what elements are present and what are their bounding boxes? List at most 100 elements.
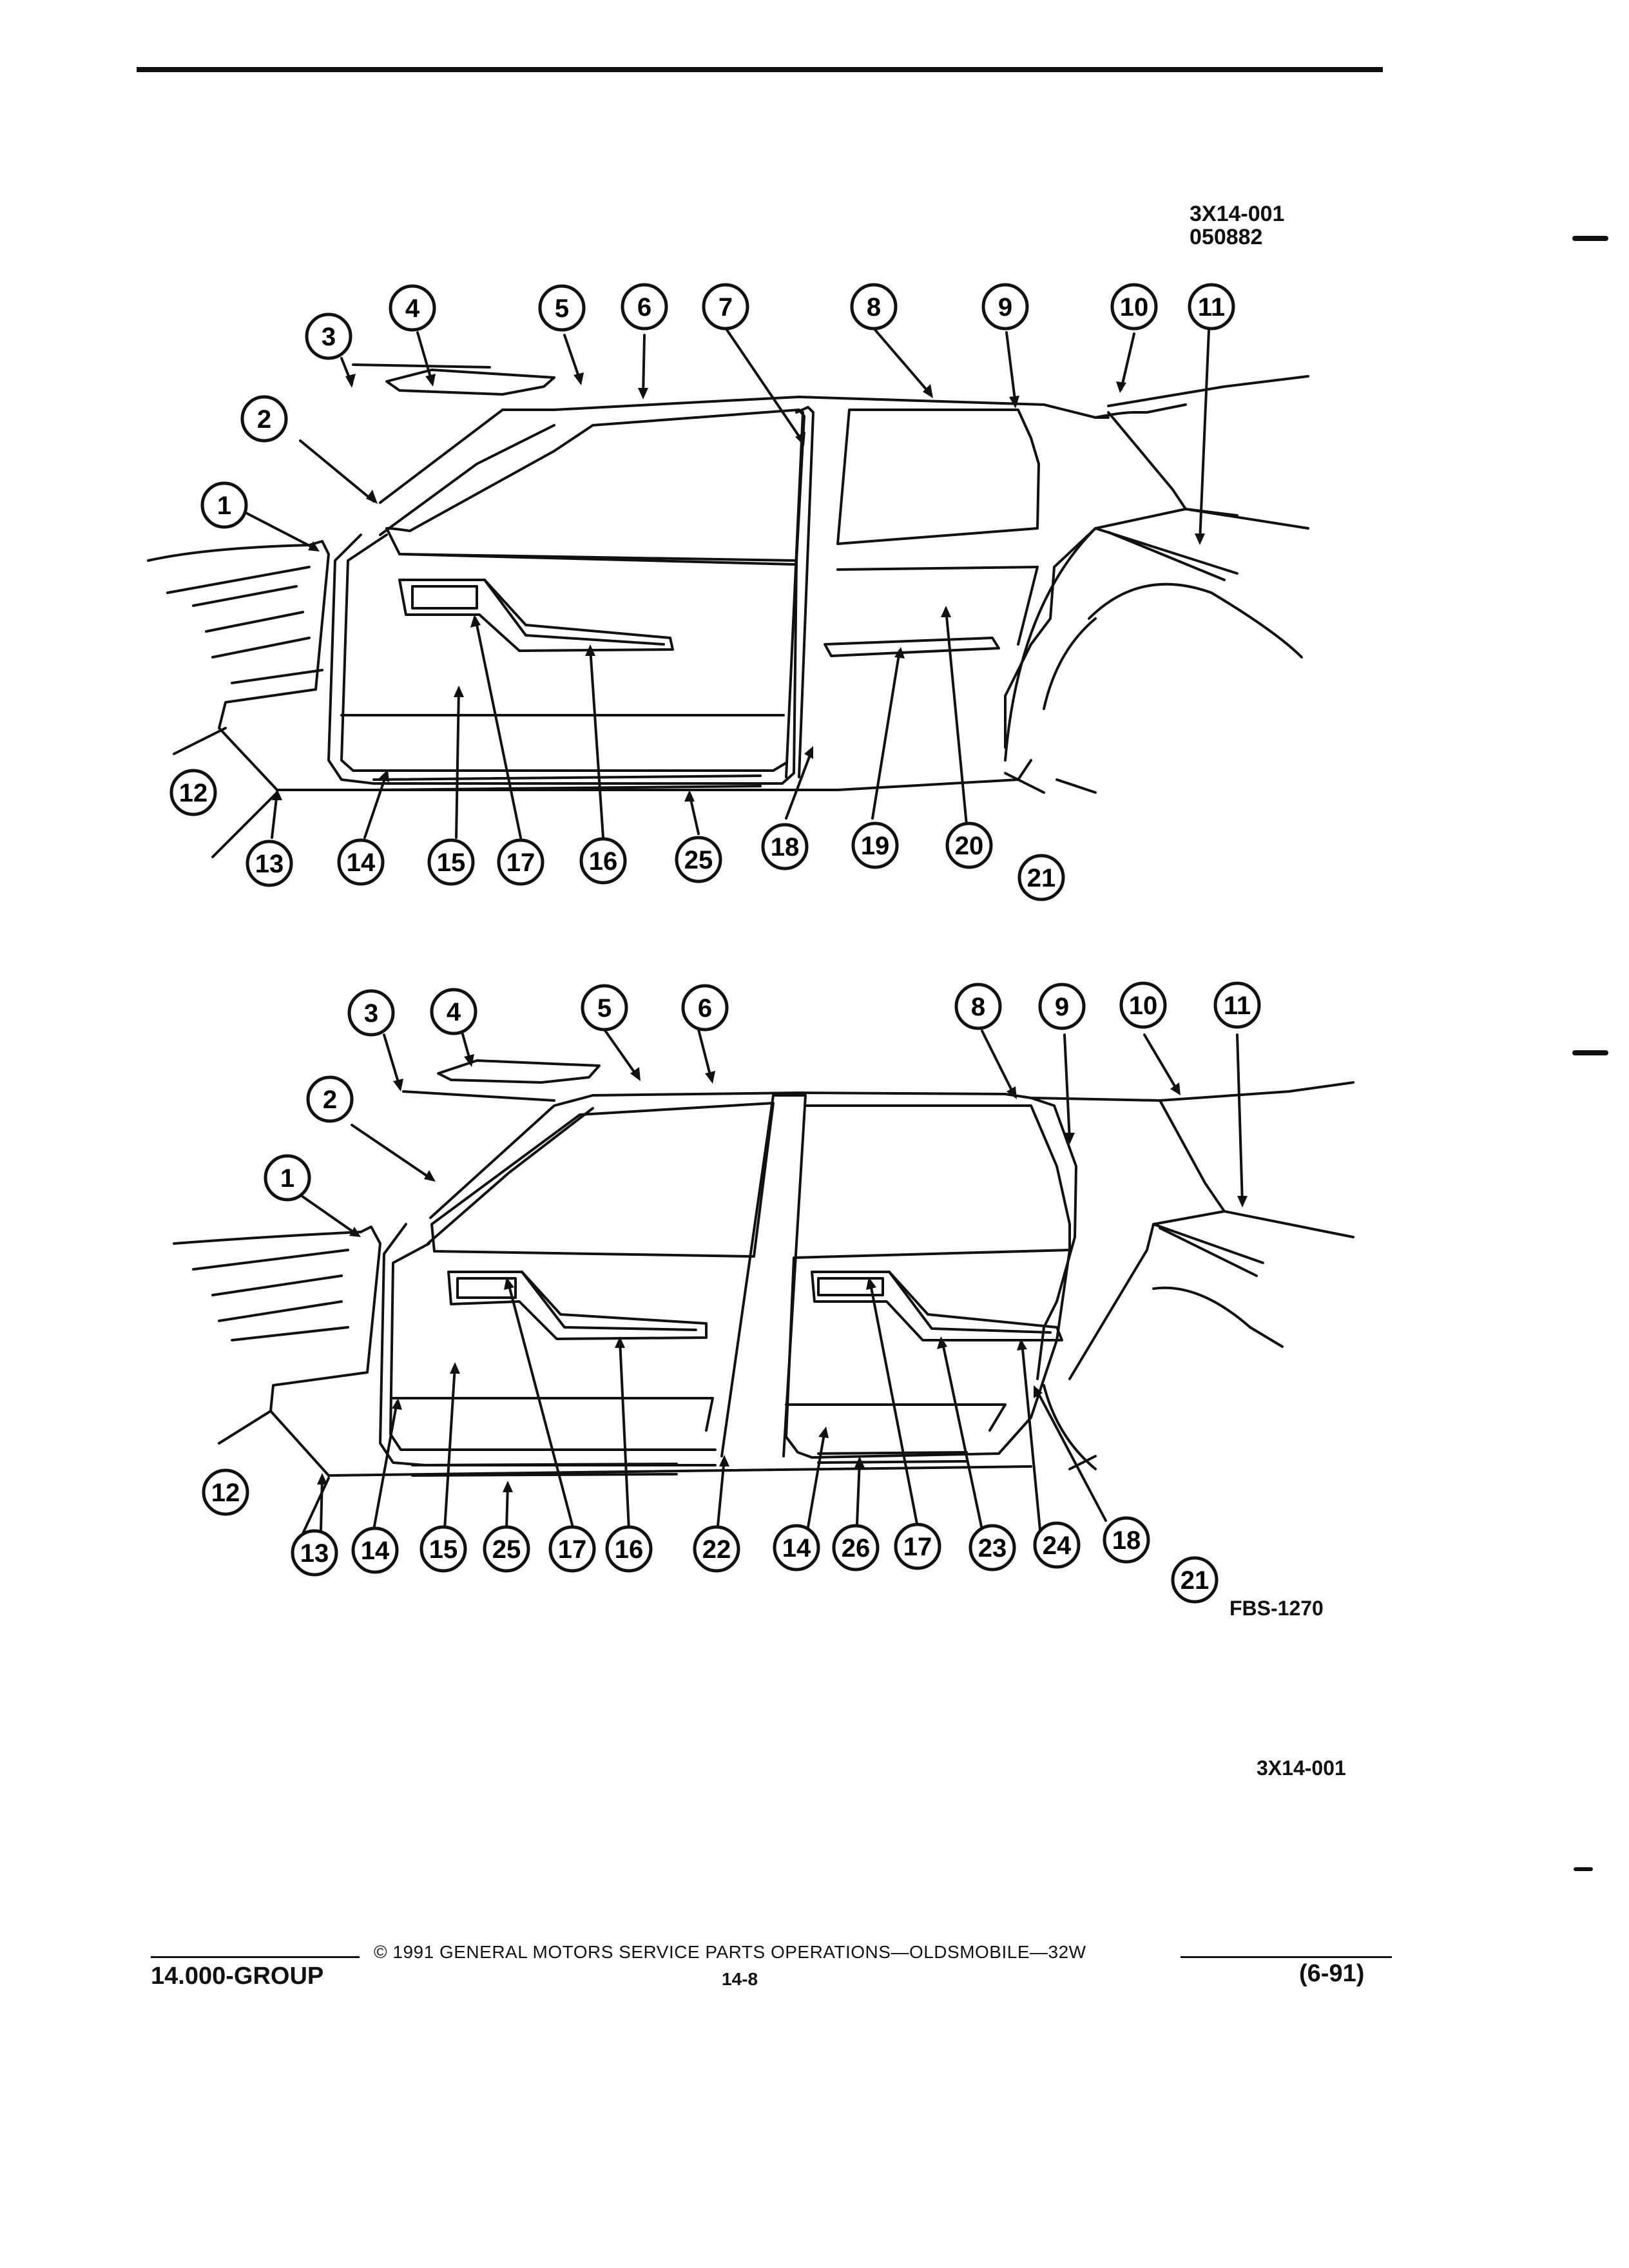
callout-number: 20	[955, 832, 984, 860]
top-rule	[137, 67, 1383, 72]
callout-number: 22	[702, 1535, 731, 1564]
callout-number: 23	[978, 1534, 1007, 1562]
callout-number: 10	[1120, 293, 1149, 322]
callout-number: 24	[1043, 1532, 1072, 1560]
callout-number: 6	[637, 293, 651, 322]
callout-number: 4	[405, 294, 420, 323]
callout-circle	[427, 838, 475, 886]
callout-number: 25	[492, 1535, 521, 1564]
drawing-date-code: 050882	[1190, 225, 1263, 249]
callout-circle	[1033, 1521, 1081, 1569]
callout-circle	[1110, 283, 1158, 331]
callout-circle	[497, 838, 545, 886]
callout-circle	[264, 1154, 311, 1202]
margin-mark	[1574, 1867, 1593, 1871]
callout-circle	[240, 395, 288, 443]
callout-circle	[1119, 981, 1167, 1029]
callout-number: 9	[998, 293, 1012, 322]
callout-circle	[945, 822, 993, 869]
footer-left-rule	[151, 1956, 360, 1958]
callout-circle	[1017, 854, 1065, 901]
callout-number: 1	[217, 492, 231, 520]
callout-number: 17	[558, 1535, 587, 1564]
callout-number: 7	[718, 293, 733, 322]
callout-circle	[389, 284, 436, 332]
callout-circle	[581, 984, 628, 1032]
callout-circle	[538, 284, 586, 332]
footer-date-code: (6-91)	[1299, 1960, 1365, 1987]
callout-circle	[548, 1525, 596, 1573]
bottom-view-body	[173, 1059, 1354, 1535]
callout-number: 14	[347, 849, 376, 877]
callout-circle	[850, 283, 898, 331]
callout-number: 16	[615, 1535, 644, 1564]
callout-circle	[773, 1524, 820, 1571]
top-arrowheads	[272, 372, 1205, 802]
callout-number: 16	[589, 847, 618, 876]
callout-number: 17	[506, 849, 535, 877]
callout-circle	[483, 1525, 530, 1573]
callout-number: 18	[771, 833, 800, 861]
callout-number: 3	[364, 999, 378, 1028]
callout-circle	[347, 989, 395, 1037]
callout-circle	[605, 1525, 653, 1573]
callout-number: 12	[179, 779, 208, 807]
figure-code-bottom: 3X14-001	[1257, 1756, 1346, 1780]
callout-circle	[430, 988, 477, 1035]
callout-circle	[579, 837, 627, 885]
figure-code: FBS-1270	[1229, 1597, 1324, 1620]
callout-number: 15	[437, 849, 466, 877]
callout-number: 19	[861, 832, 890, 860]
callout-number: 11	[1198, 293, 1225, 322]
footer-right-rule	[1181, 1956, 1392, 1958]
callout-number: 26	[842, 1534, 871, 1562]
callout-circle	[969, 1524, 1016, 1571]
callout-number: 8	[971, 993, 985, 1021]
callout-number: 21	[1181, 1566, 1210, 1595]
margin-mark	[1572, 1050, 1608, 1055]
footer-group: 14.000-GROUP	[151, 1963, 324, 1990]
callout-circle	[681, 984, 729, 1032]
drawing-code: 3X14-001	[1190, 202, 1285, 226]
footer-page-number: 14-8	[722, 1969, 758, 1989]
callout-circle	[169, 769, 217, 816]
callout-circle	[761, 823, 809, 870]
callout-circle	[305, 312, 352, 360]
callout-number: 13	[300, 1539, 329, 1568]
callout-number: 10	[1129, 992, 1158, 1020]
callout-number: 3	[322, 323, 336, 351]
callout-circle	[851, 822, 899, 869]
margin-mark	[1572, 236, 1608, 241]
callout-circle	[702, 283, 749, 331]
callout-number: 21	[1027, 864, 1056, 892]
callout-number: 12	[211, 1479, 240, 1507]
callout-circle	[981, 283, 1029, 331]
callout-circle	[291, 1529, 338, 1577]
callout-circle	[1213, 981, 1261, 1029]
bottom-arrowheads	[317, 1054, 1248, 1492]
callout-number: 13	[255, 850, 284, 878]
callout-circle	[1103, 1516, 1150, 1564]
callout-circle	[1188, 283, 1235, 331]
callout-number: 17	[903, 1533, 932, 1561]
callout-number: 11	[1224, 992, 1251, 1020]
top-leader-lines	[237, 329, 1210, 839]
callout-circle	[954, 983, 1002, 1030]
callout-circle	[419, 1525, 467, 1573]
callout-circle	[202, 1468, 249, 1516]
footer-copyright: © 1991 GENERAL MOTORS SERVICE PARTS OPER…	[374, 1942, 1086, 1962]
callout-circle	[693, 1525, 740, 1573]
callout-circle	[200, 481, 248, 529]
callout-circle	[1171, 1556, 1219, 1604]
drawing-code-block: 3X14-001 050882	[1190, 202, 1284, 249]
callout-circle	[894, 1523, 941, 1570]
callout-number: 8	[867, 293, 881, 322]
callout-number: 1	[280, 1164, 294, 1193]
callout-number: 2	[257, 405, 271, 434]
callout-circle	[306, 1075, 354, 1123]
callout-circle	[621, 283, 668, 331]
callout-circle	[675, 836, 722, 883]
